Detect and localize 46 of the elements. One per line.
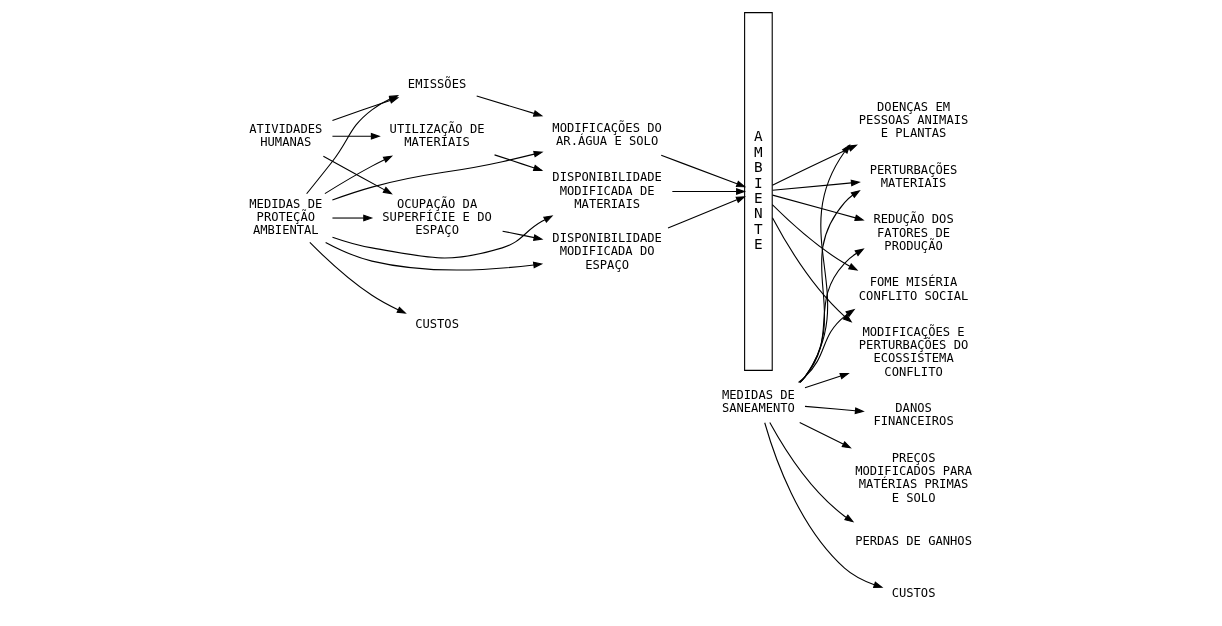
arrow [804,405,865,415]
arrow [502,230,544,241]
node-text: PERTURBAÇÕES MATERIAIS [869,162,958,190]
arrow [799,421,852,449]
arrow [804,372,850,389]
arrow [667,196,746,229]
node-text: DOENÇAS EM PESSOAS ANIMAIS E PLANTAS [858,99,969,141]
node-text: DANOS FINANCEIROS [873,401,954,429]
arrow [764,422,884,588]
arrow [771,217,853,323]
arrow [325,241,544,271]
arrow [771,144,858,186]
node-text: DISPONIBILIDADE MODIFICADA DE MATERIAIS [552,170,662,211]
node-text: FOME MISÉRIA CONFLITO SOCIAL [858,275,969,303]
arrow [798,248,865,384]
arrow [772,179,861,191]
node-text: ATIVIDADES HUMANAS [249,121,323,150]
arrow [331,215,554,259]
node-text: MODIFICAÇÕES DO AR.ÁGUA E SOLO [552,120,662,148]
node-text: MEDIDAS DE SANEAMENTO [721,387,795,416]
node-text: MEDIDAS DE PROTEÇÃO AMBIENTAL [249,196,323,238]
arrow [671,188,746,195]
node-text: CUSTOS [415,317,459,332]
node-text: REDUÇÃO DOS FATORES DE PRODUÇÃO [873,212,954,253]
node-text: PERDAS DE GANHOS [855,533,972,548]
arrow [331,150,544,201]
arrow [331,132,381,140]
arrow [660,154,747,188]
node-text: PREÇOS MODIFICADOS PARA MATÉRIAS PRIMAS E SOLO [855,450,972,505]
arrow [331,214,374,222]
arrow [476,95,544,117]
node-text: OCUPAÇÃO DA SUPERFÍCIE E DO ESPAÇO [382,196,492,238]
arrow [799,143,851,383]
node-text: UTILIZAÇÃO DE MATERIAIS [389,121,485,150]
arrow [769,421,855,523]
arrow [309,241,407,314]
arrow [494,154,544,172]
node-text: EMISSÕES [407,76,467,91]
node-text: DISPONIBILIDADE MODIFICADA DO ESPAÇO [552,231,662,272]
node-box: AMBIENTE [744,12,773,371]
arrow [797,308,856,383]
node-text: CUSTOS [891,585,936,600]
arrow [799,189,861,383]
node-text: MODIFICAÇÕES E PERTURBAÇÕES DO ECOSSISTEMA CONFLITO [858,324,969,379]
arrow [771,204,859,271]
arrow [772,194,865,222]
